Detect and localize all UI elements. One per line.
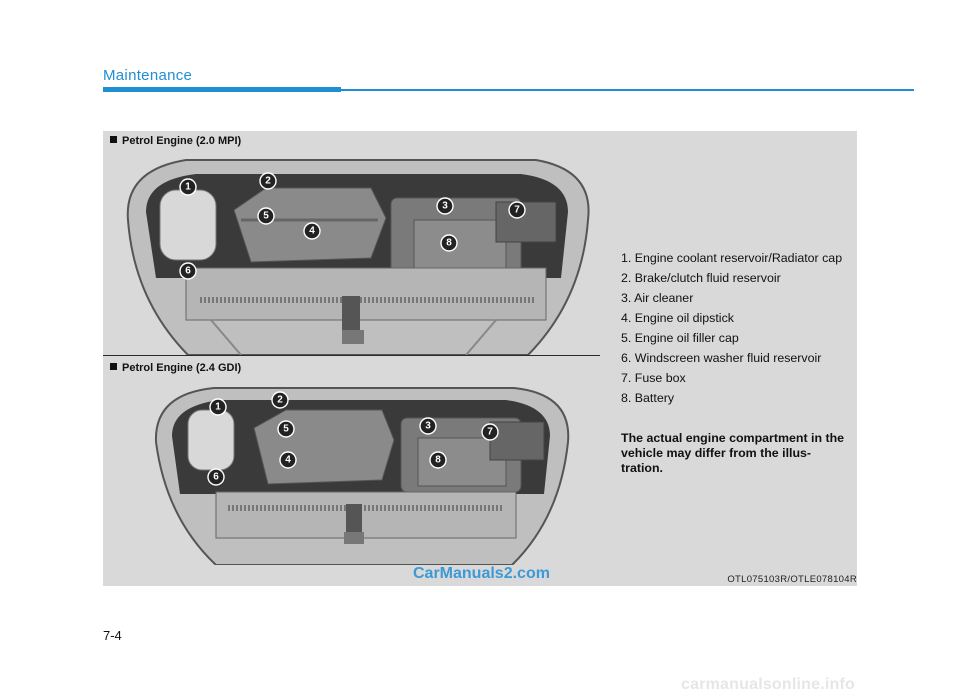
svg-text:2: 2 bbox=[277, 395, 283, 406]
callout-6: 6 bbox=[179, 262, 197, 280]
svg-text:3: 3 bbox=[442, 201, 448, 212]
callout-7: 7 bbox=[481, 423, 499, 441]
callout-2: 2 bbox=[259, 172, 277, 190]
section-label-2-4-gdi: Petrol Engine (2.4 GDI) bbox=[110, 362, 241, 374]
svg-text:5: 5 bbox=[283, 424, 289, 435]
callouts-2-4-gdi: 1 2 3 4 5 6 7 8 bbox=[207, 391, 499, 486]
svg-text:1: 1 bbox=[185, 182, 191, 193]
bullet-square-icon bbox=[110, 136, 117, 143]
svg-text:1: 1 bbox=[215, 402, 221, 413]
callout-8: 8 bbox=[440, 234, 458, 252]
svg-text:6: 6 bbox=[213, 472, 219, 483]
page-number: 7-4 bbox=[103, 628, 122, 643]
legend-item: 4. Engine oil dipstick bbox=[621, 311, 734, 325]
callout-5: 5 bbox=[257, 207, 275, 225]
footer-watermark: carmanualsonline.info bbox=[681, 676, 856, 693]
legend-item: 6. Windscreen washer fluid reservoir bbox=[621, 351, 822, 365]
callout-1: 1 bbox=[179, 178, 197, 196]
svg-text:8: 8 bbox=[446, 238, 452, 249]
legend-item: 1. Engine coolant reservoir/Radiator cap bbox=[621, 251, 843, 265]
legend-item: 5. Engine oil filler cap bbox=[621, 331, 739, 345]
svg-text:6: 6 bbox=[185, 266, 191, 277]
svg-text:4: 4 bbox=[309, 226, 315, 237]
legend-item: 7. Fuse box bbox=[621, 371, 686, 385]
svg-text:2: 2 bbox=[265, 176, 271, 187]
svg-text:3: 3 bbox=[425, 421, 431, 432]
section-label-text: Petrol Engine (2.4 GDI) bbox=[122, 362, 242, 374]
header-accent-bar bbox=[103, 87, 341, 92]
figure-divider bbox=[103, 355, 600, 356]
callout-6: 6 bbox=[207, 468, 225, 486]
watermark-link[interactable]: CarManuals2.com bbox=[413, 565, 550, 582]
section-label-2-0-mpi: Petrol Engine (2.0 MPI) bbox=[110, 135, 241, 147]
callout-1: 1 bbox=[209, 398, 227, 416]
svg-text:7: 7 bbox=[487, 427, 493, 438]
engine-bay-illustration-2-0-mpi bbox=[126, 159, 590, 355]
header-rule bbox=[341, 89, 914, 91]
disclaimer-note: The actual engine compartment in the veh… bbox=[621, 431, 845, 475]
callout-5: 5 bbox=[277, 420, 295, 438]
callout-3: 3 bbox=[419, 417, 437, 435]
bullet-square-icon bbox=[110, 363, 117, 370]
callout-8: 8 bbox=[429, 451, 447, 469]
svg-text:4: 4 bbox=[285, 455, 291, 466]
figure-code: OTL075103R/OTLE078104R bbox=[727, 574, 857, 585]
callout-7: 7 bbox=[508, 201, 526, 219]
legend-item: 3. Air cleaner bbox=[621, 291, 694, 305]
component-legend: 1. Engine coolant reservoir/Radiator cap… bbox=[621, 250, 842, 410]
callout-4: 4 bbox=[279, 451, 297, 469]
legend-item: 8. Battery bbox=[621, 391, 675, 405]
svg-text:5: 5 bbox=[263, 211, 269, 222]
callout-4: 4 bbox=[303, 222, 321, 240]
legend-item: 2. Brake/clutch fluid reservoir bbox=[621, 271, 781, 285]
callouts-2-0-mpi: 1 2 3 4 5 6 7 8 bbox=[179, 172, 526, 280]
callout-2: 2 bbox=[271, 391, 289, 409]
section-label-text: Petrol Engine (2.0 MPI) bbox=[122, 135, 242, 147]
callout-3: 3 bbox=[436, 197, 454, 215]
svg-text:8: 8 bbox=[435, 455, 441, 466]
section-title: Maintenance bbox=[103, 67, 193, 84]
svg-text:7: 7 bbox=[514, 205, 520, 216]
